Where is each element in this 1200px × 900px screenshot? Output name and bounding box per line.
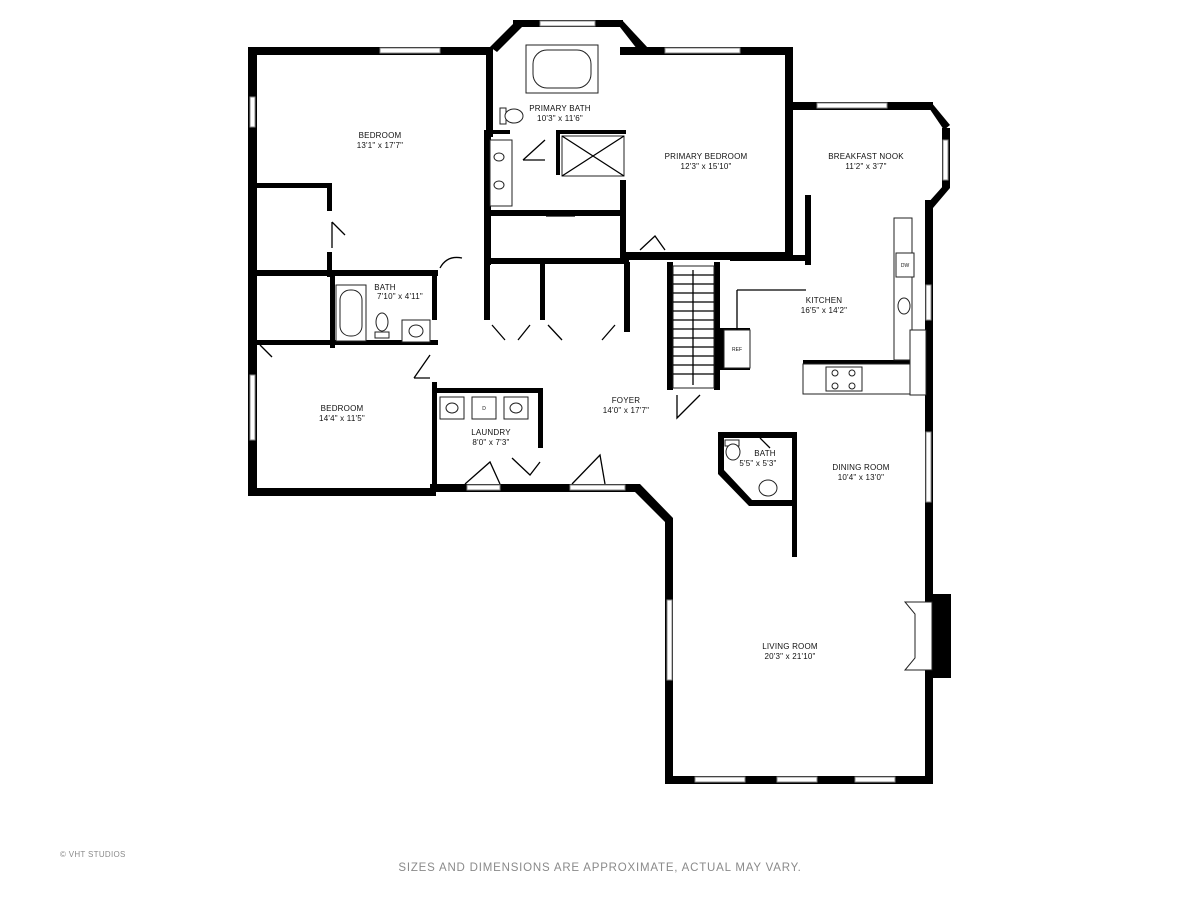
dining-room-name: DINING ROOM [832, 463, 889, 472]
appliance-labels: DW REF D [482, 263, 909, 412]
bath-2-dims: 7'10" x 4'11" [377, 292, 423, 301]
disclaimer-text: SIZES AND DIMENSIONS ARE APPROXIMATE, AC… [398, 862, 802, 874]
half-bath-name: BATH [754, 449, 776, 458]
bath-2-name: BATH [374, 283, 396, 292]
laundry-dims: 8'0" x 7'3" [472, 438, 509, 447]
primary-bedroom-name: PRIMARY BEDROOM [665, 152, 748, 161]
dishwasher-label: DW [901, 263, 910, 269]
dining-room-dims: 10'4" x 13'0" [838, 473, 884, 482]
room-labels: BEDROOM 13'1" x 17'7" PRIMARY BATH 10'3"… [319, 104, 904, 661]
credit-text: © VHT STUDIOS [60, 850, 126, 859]
doors [259, 139, 771, 485]
bedroom-1-name: BEDROOM [359, 131, 402, 140]
dryer-label: D [482, 406, 486, 412]
kitchen-name: KITCHEN [806, 296, 843, 305]
living-room-dims: 20'3" x 21'10" [764, 652, 815, 661]
breakfast-nook-name: BREAKFAST NOOK [828, 152, 904, 161]
exterior-walls [248, 20, 951, 784]
windows [249, 20, 949, 783]
kitchen-dims: 16'5" x 14'2" [801, 306, 847, 315]
primary-bath-name: PRIMARY BATH [529, 104, 591, 113]
fixtures [335, 44, 933, 671]
breakfast-nook-dims: 11'2" x 3'7" [845, 162, 886, 171]
foyer-dims: 14'0" x 17'7" [603, 406, 649, 415]
living-room-name: LIVING ROOM [762, 642, 818, 651]
bedroom-2-name: BEDROOM [321, 404, 364, 413]
bedroom-2-dims: 14'4" x 11'5" [319, 414, 365, 423]
bedroom-1-dims: 13'1" x 17'7" [357, 141, 403, 150]
foyer-name: FOYER [612, 396, 641, 405]
laundry-name: LAUNDRY [471, 428, 511, 437]
refrigerator-label: REF [732, 347, 742, 353]
primary-bath-dims: 10'3" x 11'6" [537, 114, 583, 123]
half-bath-dims: 5'5" x 5'3" [739, 459, 776, 468]
primary-bedroom-dims: 12'3" x 15'10" [680, 162, 731, 171]
